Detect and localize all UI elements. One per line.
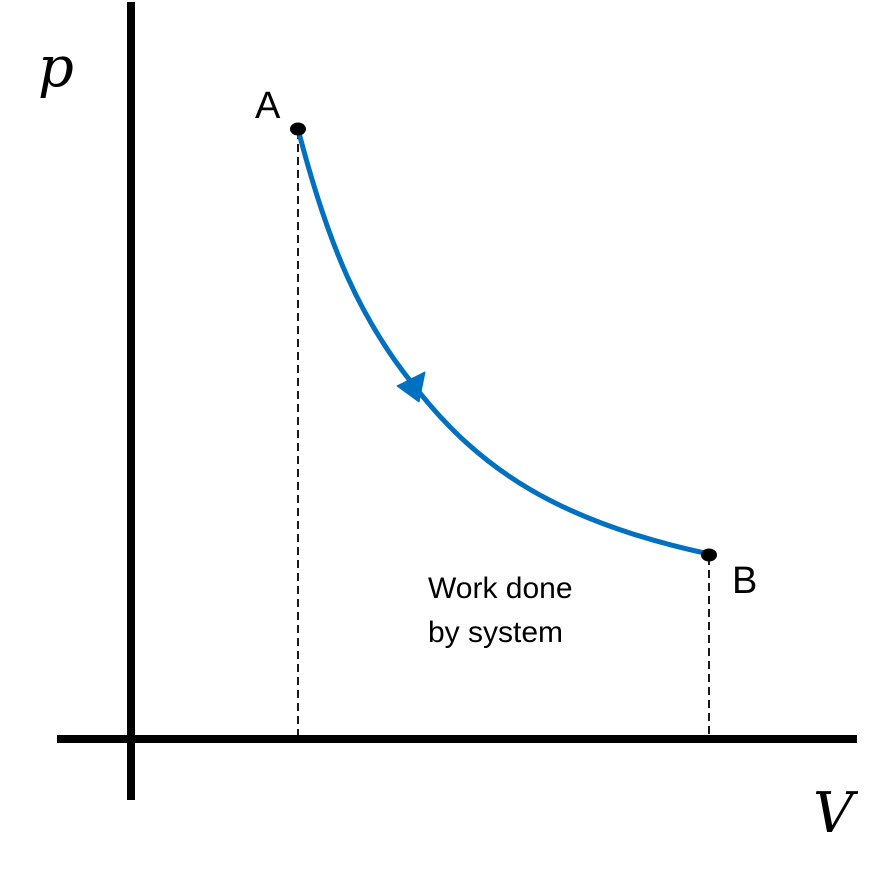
arrowhead-icon xyxy=(396,371,426,403)
annotation-line-1: Work done xyxy=(428,572,573,605)
point-b-marker xyxy=(701,548,717,562)
x-axis-label: V xyxy=(813,781,859,846)
y-axis-label: p xyxy=(38,35,74,100)
point-b-label: B xyxy=(732,560,757,602)
process-curve xyxy=(295,126,712,557)
point-a-label: A xyxy=(255,85,281,127)
point-a-marker xyxy=(290,122,306,136)
annotation-line-2: by system xyxy=(428,616,563,649)
